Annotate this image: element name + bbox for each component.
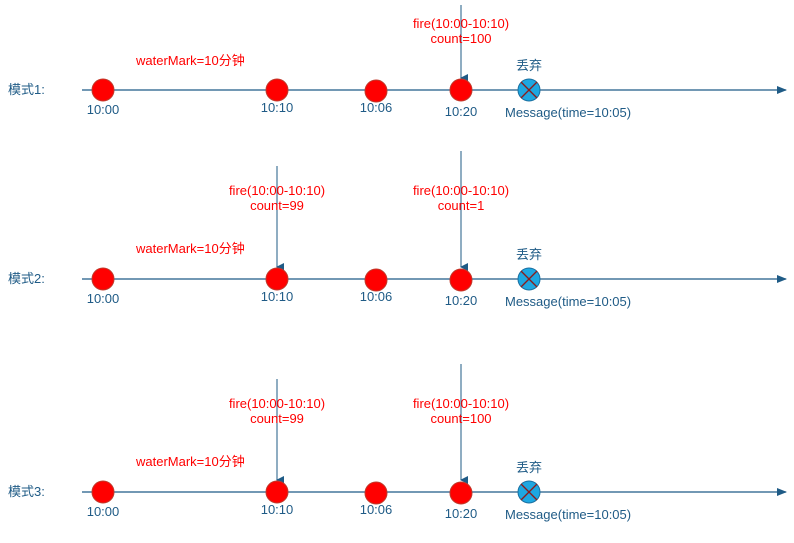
fire-count-label: count=99 [250, 411, 304, 426]
fire-window-label: fire(10:00-10:10) [229, 396, 325, 411]
event-circle [364, 268, 388, 292]
mode-label: 模式1: [8, 82, 45, 97]
event-time-label: 10:00 [87, 102, 120, 117]
dropped-message-label: Message(time=10:05) [505, 507, 631, 522]
mode-label: 模式2: [8, 271, 45, 286]
event-time-label: 10:00 [87, 291, 120, 306]
fire-count-label: count=100 [430, 411, 491, 426]
fire-window-label: fire(10:00-10:10) [413, 396, 509, 411]
event-time-label: 10:06 [360, 289, 393, 304]
event-time-label: 10:20 [445, 104, 478, 119]
timeline-row-2: 模式2:waterMark=10分钟fire(10:00-10:10)count… [8, 151, 787, 309]
event-circle [91, 267, 115, 291]
watermark-label: waterMark=10分钟 [135, 241, 245, 256]
event-time-label: 10:00 [87, 504, 120, 519]
timeline-row-3: 模式3:waterMark=10分钟fire(10:00-10:10)count… [8, 364, 787, 522]
dropped-label: 丢弃 [516, 58, 542, 73]
event-circle [449, 78, 473, 102]
event-circle [265, 480, 289, 504]
dropped-cross-icon [520, 81, 538, 99]
mode-label: 模式3: [8, 484, 45, 499]
fire-count-label: count=100 [430, 31, 491, 46]
event-circle [364, 481, 388, 505]
timeline-row-1: 模式1: waterMark=10分钟 fire(10:00-10:10)count… [8, 5, 787, 120]
event-time-label: 10:10 [261, 289, 294, 304]
event-circle [91, 78, 115, 102]
dropped-message-label: Message(time=10:05) [505, 294, 631, 309]
event-time-label: 10:10 [261, 100, 294, 115]
event-time-label: 10:06 [360, 100, 393, 115]
dropped-label: 丢弃 [516, 460, 542, 475]
event-time-label: 10:10 [261, 502, 294, 517]
fire-window-label: fire(10:00-10:10) [413, 183, 509, 198]
fire-count-label: count=99 [250, 198, 304, 213]
event-time-label: 10:20 [445, 293, 478, 308]
fire-count-label: count=1 [438, 198, 485, 213]
event-circle [449, 481, 473, 505]
dropped-message-label: Message(time=10:05) [505, 105, 631, 120]
event-time-label: 10:20 [445, 506, 478, 521]
dropped-label: 丢弃 [516, 247, 542, 262]
watermark-label: waterMark=10分钟 [135, 454, 245, 469]
event-circle [364, 79, 388, 103]
event-circle [449, 268, 473, 292]
fire-window-label: fire(10:00-10:10) [413, 16, 509, 31]
event-time-label: 10:06 [360, 502, 393, 517]
fire-window-label: fire(10:00-10:10) [229, 183, 325, 198]
dropped-cross-icon [520, 270, 538, 288]
event-circle [265, 78, 289, 102]
dropped-cross-icon [520, 483, 538, 501]
event-circle [265, 267, 289, 291]
watermark-label: waterMark=10分钟 [135, 53, 245, 68]
event-circle [91, 480, 115, 504]
